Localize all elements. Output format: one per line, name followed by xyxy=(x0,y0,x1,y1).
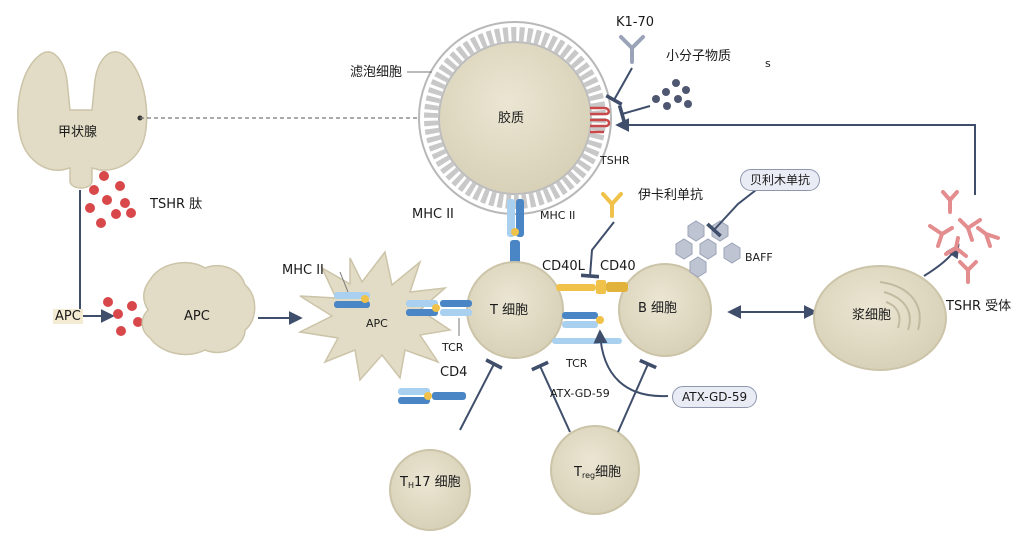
cd40l-cd40-complex xyxy=(556,280,628,294)
mhc2-apc-pointer xyxy=(339,271,349,293)
th17-to-tcell-line xyxy=(459,358,503,431)
belimumab-inhibit xyxy=(706,189,757,238)
cd40l-label: CD40L xyxy=(542,259,585,274)
ipilimumab-inhibit xyxy=(580,221,615,279)
th17-t: T xyxy=(400,475,408,490)
b-cell xyxy=(618,263,712,357)
th17-sub: H xyxy=(407,481,414,490)
tcr-right-label: TCR xyxy=(566,357,588,370)
ipilimumab-label: 伊卡利单抗 xyxy=(638,188,704,203)
small-molecule-label: 小分子物质 xyxy=(666,49,732,64)
treg-sub: reg xyxy=(581,471,596,480)
treg-inhibit-bcell xyxy=(617,358,657,433)
atx-to-tcr-arrow xyxy=(593,329,669,398)
treg-inhibit-tcell xyxy=(531,360,571,433)
atx-pill: ATX-GD-59 xyxy=(672,386,758,408)
mhc2-top-left-label: MHC II xyxy=(412,207,454,222)
tshr-peptide-label: TSHR 肽 xyxy=(150,197,203,212)
apc-dendritic-cell xyxy=(297,250,452,382)
mhc2-apc-label: MHC II xyxy=(282,263,324,278)
t-cell-label: T 细胞 xyxy=(490,303,529,318)
atx-text-label: ATX-GD-59 xyxy=(550,387,610,400)
apc-dendritic-label: APC xyxy=(366,317,388,330)
treg-label: Treg细胞 xyxy=(574,466,621,480)
apc-left-label: APC xyxy=(53,309,83,324)
apc-cell-label: APC xyxy=(184,309,210,324)
treg-t: T xyxy=(574,465,582,480)
thyroid-label: 甲状腺 xyxy=(58,125,98,140)
follicle-cell-label: 滤泡细胞 xyxy=(350,65,403,80)
ipilimumab-antibody-icon xyxy=(601,192,623,218)
small-molecule-inhibit xyxy=(617,104,651,124)
apc-cell-left xyxy=(141,261,256,356)
tshr-label: TSHR xyxy=(600,154,630,167)
small-molecule-dots xyxy=(652,79,692,110)
tshr-receptor-icon xyxy=(590,106,611,134)
cd4-complex xyxy=(398,388,466,404)
b-cell-label: B 细胞 xyxy=(638,301,678,316)
tshr-peptide-dots xyxy=(85,171,136,228)
cd40-label: CD40 xyxy=(600,259,636,274)
th17-label: TH17 细胞 xyxy=(400,476,461,490)
mhc2-top-right-label: MHC II xyxy=(540,209,576,222)
tshr-receptor-label: TSHR 受体 xyxy=(946,299,1012,314)
mhc2-apc-receptor xyxy=(334,292,370,308)
thyroid-gland xyxy=(17,51,148,189)
plasma-cell-label: 浆细胞 xyxy=(852,308,892,323)
plasma-er-lines xyxy=(879,281,921,331)
k170-inhibit xyxy=(605,67,633,106)
stray-s-label: s xyxy=(765,57,771,70)
tcr-left-label: TCR xyxy=(442,341,464,354)
plasma-cell xyxy=(813,265,947,371)
treg-rest: 细胞 xyxy=(595,465,622,480)
cd4-label: CD4 xyxy=(440,365,468,380)
plasma-to-tshr-arrow xyxy=(615,118,976,195)
k170-label: K1-70 xyxy=(616,15,655,30)
treg-cell xyxy=(550,425,640,515)
th17-rest: 17 细胞 xyxy=(413,475,461,490)
apc-tcr-complex xyxy=(406,300,472,316)
b-tcr-complex xyxy=(552,312,622,344)
k170-antibody-icon xyxy=(619,35,645,64)
belimumab-pill: 贝利木单抗 xyxy=(740,169,821,191)
mhc2-follicle-receptor xyxy=(507,199,524,268)
baff-label: BAFF xyxy=(745,251,773,264)
th17-cell xyxy=(389,449,471,531)
tshr-antibodies-icon xyxy=(928,190,1000,284)
colloid-label: 胶质 xyxy=(498,111,525,126)
